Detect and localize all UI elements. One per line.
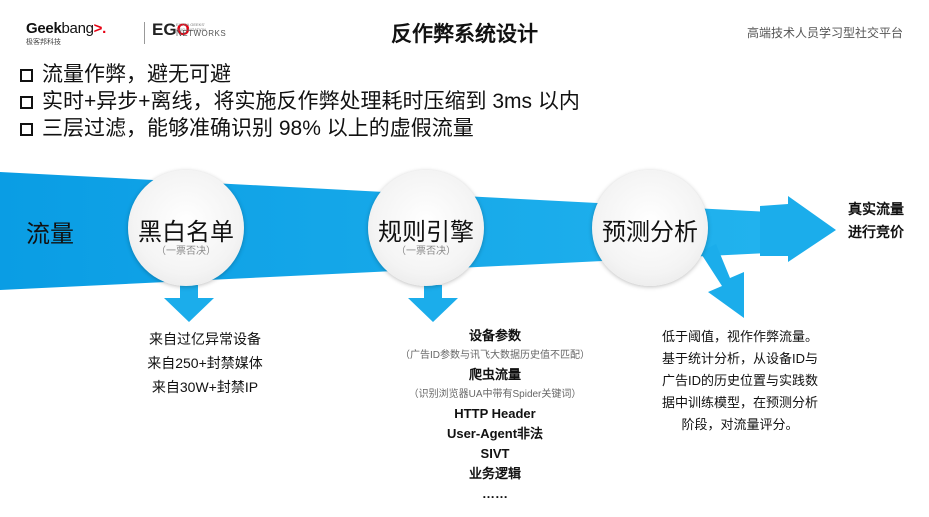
detail-line: SIVT bbox=[480, 446, 510, 461]
logo-bang-text: bang bbox=[61, 20, 94, 37]
bullet-item: 流量作弊，避无可避 bbox=[20, 62, 231, 88]
bullet-text: 流量作弊，避无可避 bbox=[42, 63, 231, 86]
page-title: 反作弊系统设计 bbox=[391, 23, 538, 46]
header-tagline: 高端技术人员学习型社交平台 bbox=[746, 26, 903, 40]
detail-line: 来自250+封禁媒体 bbox=[147, 355, 263, 371]
bullet-item: 三层过滤，能够准确识别 98% 以上的虚假流量 bbox=[20, 116, 474, 142]
detail-line: 低于阈值，视作作弊流量。 bbox=[661, 329, 818, 344]
output-line: 真实流量 bbox=[848, 201, 904, 217]
detail-note: （广告ID参数与讯飞大数据历史值不匹配） bbox=[400, 350, 590, 361]
predict-details: 低于阈值，视作作弊流量。 基于统计分析，从设备ID与 广告ID的历史位置与实践数… bbox=[650, 326, 830, 436]
detail-line: User-Agent非法 bbox=[446, 426, 544, 441]
logo-networks: NETWORKS bbox=[176, 29, 227, 38]
filter-down-arrow bbox=[408, 285, 458, 322]
detail-line: 设备参数 bbox=[468, 328, 521, 343]
detail-line: HTTP Header bbox=[454, 406, 536, 421]
detail-line: 据中训练模型，在预测分析 bbox=[661, 395, 818, 410]
traffic-input-label: 流量 bbox=[26, 221, 74, 248]
bullet-item: 实时+异步+离线，将实施反作弊处理耗时压缩到 3ms 以内 bbox=[20, 89, 580, 115]
stage-label-predict: 预测分析 bbox=[602, 219, 698, 246]
brand-logo: Geekbang>. 极客邦科技 EGO EXTRA GEEKS' ORGANI… bbox=[26, 20, 226, 50]
detail-line: 基于统计分析，从设备ID与 bbox=[661, 351, 818, 366]
bullet-text: 三层过滤，能够准确识别 98% 以上的虚假流量 bbox=[42, 117, 474, 140]
bullet-square-icon bbox=[20, 95, 33, 109]
stage-note-rules: （一票否决） bbox=[396, 246, 456, 257]
logo-ego-o: O bbox=[176, 20, 190, 39]
logo-ego: EGO bbox=[152, 20, 190, 40]
blacklist-details: 来自过亿异常设备 来自250+封禁媒体 来自30W+封禁IP bbox=[120, 327, 290, 399]
logo-subtitle: 极客邦科技 bbox=[26, 39, 61, 46]
stage-label-rules: 规则引擎 bbox=[378, 219, 474, 246]
detail-line: 广告ID的历史位置与实践数 bbox=[661, 373, 818, 388]
filter-down-arrow bbox=[700, 244, 744, 318]
stage-circle-predict bbox=[592, 170, 708, 286]
logo-geekbang: Geekbang>. bbox=[26, 20, 106, 37]
rules-details: 设备参数 （广告ID参数与讯飞大数据历史值不匹配） 爬虫流量 （识别浏览器UA中… bbox=[360, 326, 630, 504]
detail-line: 业务逻辑 bbox=[468, 466, 521, 481]
stage-label-blacklist: 黑白名单 bbox=[138, 219, 234, 246]
detail-note: （识别浏览器UA中带有Spider关键词） bbox=[408, 389, 582, 400]
bullet-text: 实时+异步+离线，将实施反作弊处理耗时压缩到 3ms 以内 bbox=[42, 90, 580, 113]
detail-line: 爬虫流量 bbox=[468, 367, 521, 382]
stage-circle-blacklist bbox=[128, 170, 244, 286]
logo-geek-text: Geek bbox=[26, 20, 62, 37]
bullet-square-icon bbox=[20, 68, 33, 82]
real-traffic-output: 真实流量 进行竞价 bbox=[836, 198, 916, 244]
output-arrow bbox=[760, 196, 836, 262]
output-line: 进行竞价 bbox=[848, 224, 904, 240]
logo-ego-tagline: EXTRA GEEKS' ORGANIZATION bbox=[176, 22, 207, 32]
logo-ego-prefix: EG bbox=[152, 20, 177, 39]
logo-divider bbox=[144, 22, 145, 44]
detail-line: 来自过亿异常设备 bbox=[149, 331, 261, 347]
stage-note-blacklist: （一票否决） bbox=[156, 246, 216, 257]
detail-line: …… bbox=[482, 486, 508, 501]
filter-down-arrow bbox=[164, 285, 214, 322]
bullet-square-icon bbox=[20, 122, 33, 136]
stage-circle-rules bbox=[368, 170, 484, 286]
detail-line: 阶段，对流量评分。 bbox=[681, 417, 799, 432]
detail-line: 来自30W+封禁IP bbox=[151, 379, 259, 395]
